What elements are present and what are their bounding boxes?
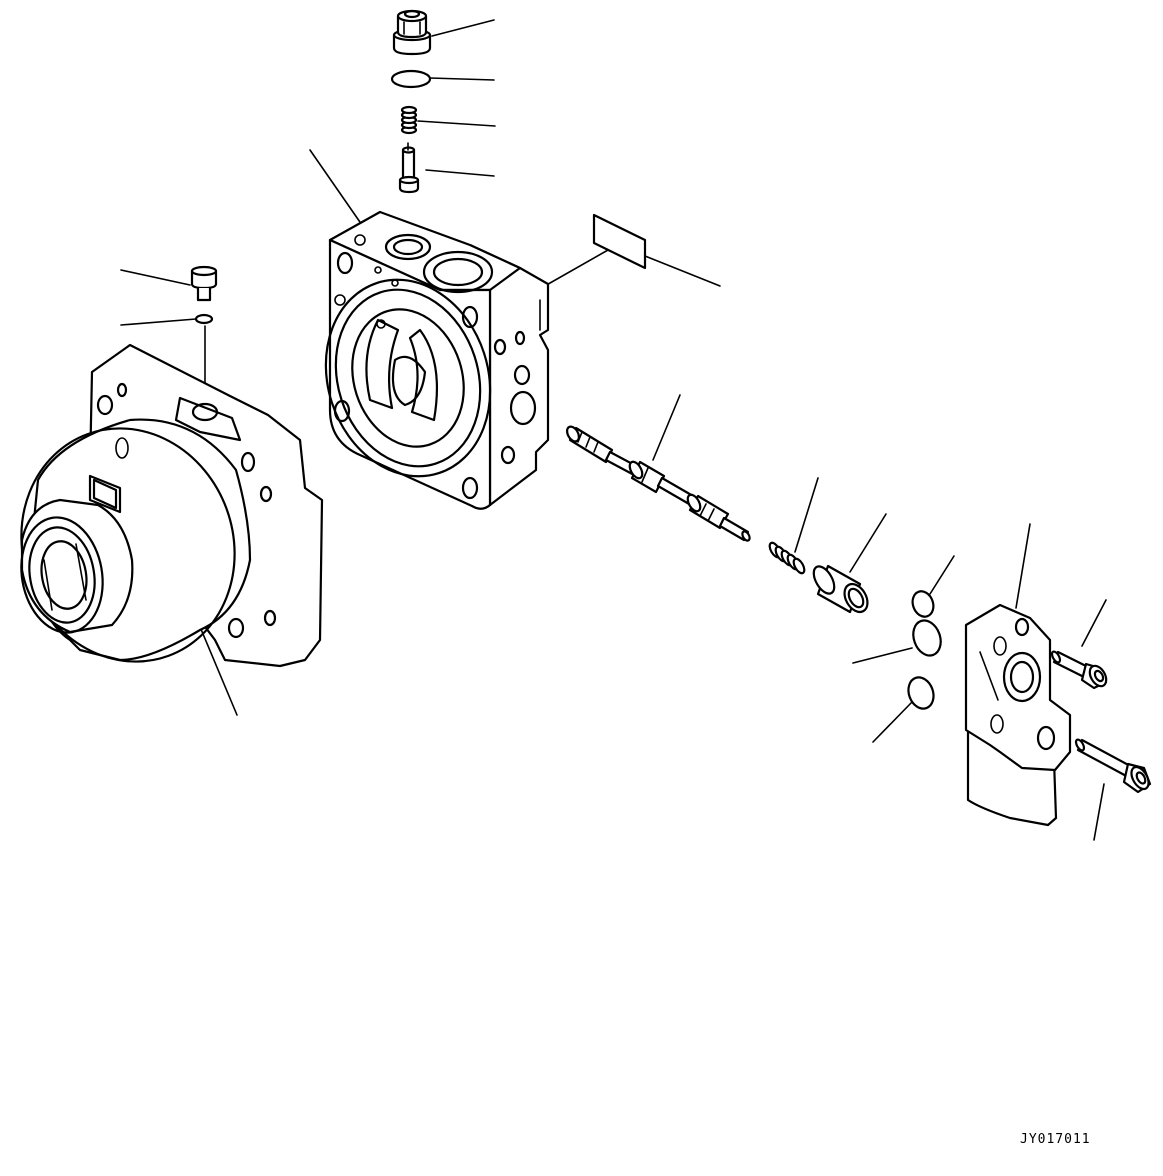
valve-block [324,210,550,510]
leader-cover [1015,523,1031,609]
bolts [1050,650,1152,794]
spring-small [768,541,806,575]
pump-housing [20,343,324,668]
leader-spring-small [794,477,819,553]
leader-pump-housing [197,621,238,716]
leader-small-o-ring [120,318,197,326]
leader-o-ring-b [852,647,913,664]
cover [964,603,1072,827]
plug [392,9,432,56]
small-plug [190,265,218,302]
leader-small-plug [120,269,191,286]
leader-plug [431,19,495,37]
leader-label-plate [644,255,721,287]
o-ring-top [390,69,432,89]
drawing-code: JY017011 [1020,1132,1091,1147]
leader-spring-top [417,120,496,127]
spring-top [400,105,418,135]
leader-bolt-b [1093,783,1105,841]
leader-o-ring-c [872,701,913,743]
leader-sleeve [849,513,887,573]
leader-valve-block [309,149,363,226]
label-plate [592,213,647,270]
leader-bolt-a [1081,599,1107,647]
small-o-ring [194,313,214,325]
spool [566,425,751,542]
sleeve [812,564,869,614]
leader-o-ring-a [929,555,955,595]
leader-piston-pin [425,169,495,177]
leader-o-ring-top [429,77,495,81]
piston-pin [398,142,420,194]
o-rings [907,590,942,710]
leader-spool [652,394,681,461]
